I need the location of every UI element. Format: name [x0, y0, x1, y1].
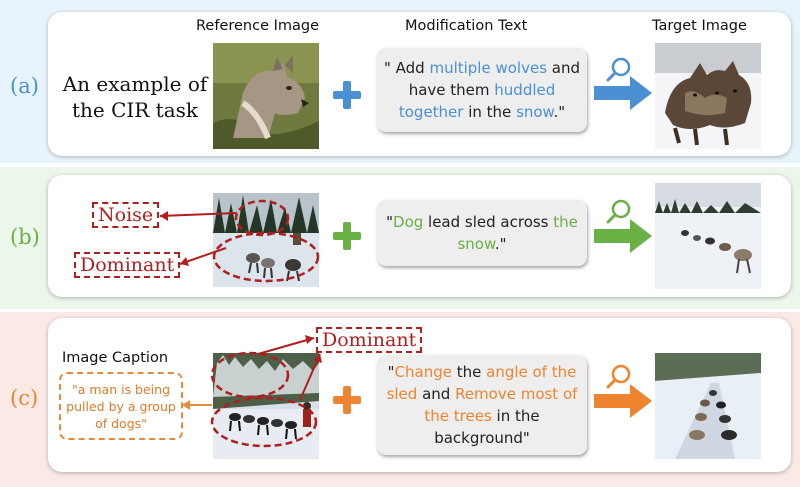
row-a-description: An example of the CIR task: [60, 71, 210, 123]
row-b-text-segment: ": [386, 213, 394, 231]
image-caption-text: "a man is being pulled by a group of dog…: [66, 381, 176, 431]
row-b-text-segment: Dog: [393, 213, 424, 231]
row-c-label: (c): [10, 386, 39, 410]
row-a-text-segment: .": [553, 103, 566, 121]
row-b-modification-text: "Dog lead sled across the snow.": [377, 200, 587, 266]
plus-icon-c: [333, 386, 361, 414]
row-a-description-line1: An example of: [62, 72, 208, 96]
target-image-header: Target Image: [652, 18, 747, 34]
row-c-modification-text-content: "Change the angle of the sled and Remove…: [377, 361, 587, 449]
row-c-text-segment: in the background": [434, 407, 540, 447]
wolf-reference-photo: [213, 43, 319, 149]
row-c-text-segment: Change: [394, 363, 452, 381]
row-a-text-segment: in the: [463, 103, 517, 121]
row-a-description-line2: the CIR task: [71, 98, 199, 122]
row-c-text-segment: the: [451, 363, 487, 381]
reference-image-header: Reference Image: [196, 18, 320, 34]
arrow-icon-a: [594, 76, 652, 110]
sled-dogs-target-photo: [655, 183, 761, 289]
row-c-text-segment: ": [387, 363, 395, 381]
row-a-text-segment: huddled together: [398, 81, 556, 121]
row-b-text-segment: lead sled across: [423, 213, 554, 231]
row-c-annotation-overlay: [182, 335, 322, 448]
row-c-text-segment: angle of the sled: [386, 363, 577, 403]
image-caption-header: Image Caption: [62, 350, 169, 366]
arrow-icon-c: [594, 384, 652, 418]
row-b-text-segment: .": [494, 235, 507, 253]
row-a-modification-text: " Add multiple wolves and have them hudd…: [377, 48, 587, 132]
row-c-text-segment: Remove most of the trees: [424, 385, 578, 425]
row-b-annotation-overlay: [159, 199, 320, 283]
row-a-modification-text-content: " Add multiple wolves and have them hudd…: [377, 57, 587, 123]
arrow-icon-b: [594, 219, 652, 253]
row-c-text-segment: and: [417, 385, 456, 403]
row-a-text-segment: multiple wolves: [429, 59, 548, 77]
search-icon-a: [606, 57, 631, 82]
wolves-target-photo: [655, 43, 761, 149]
row-b-modification-text-content: "Dog lead sled across the snow.": [377, 211, 587, 255]
row-b-label: (b): [10, 225, 40, 249]
row-a-text-segment: " Add: [383, 59, 430, 77]
plus-icon-a: [333, 81, 361, 109]
row-c-modification-text: "Change the angle of the sled and Remove…: [377, 355, 587, 455]
search-icon-b: [606, 199, 631, 224]
modification-text-header: Modification Text: [405, 18, 528, 34]
sled-target-photo-c: [655, 353, 761, 459]
row-a-text-segment: snow: [516, 103, 554, 121]
row-b-text-segment: the snow: [457, 213, 578, 253]
noise-label-box: Noise: [92, 202, 160, 228]
image-caption-box: "a man is being pulled by a group of dog…: [59, 372, 183, 440]
row-b-dominant-label-box: Dominant: [74, 252, 181, 278]
search-icon-c: [606, 364, 631, 389]
row-a-text-segment: and have them: [408, 59, 581, 99]
plus-icon-b: [333, 222, 361, 250]
row-a-label: (a): [10, 74, 39, 98]
row-c-dominant-label-box: Dominant: [316, 327, 423, 353]
